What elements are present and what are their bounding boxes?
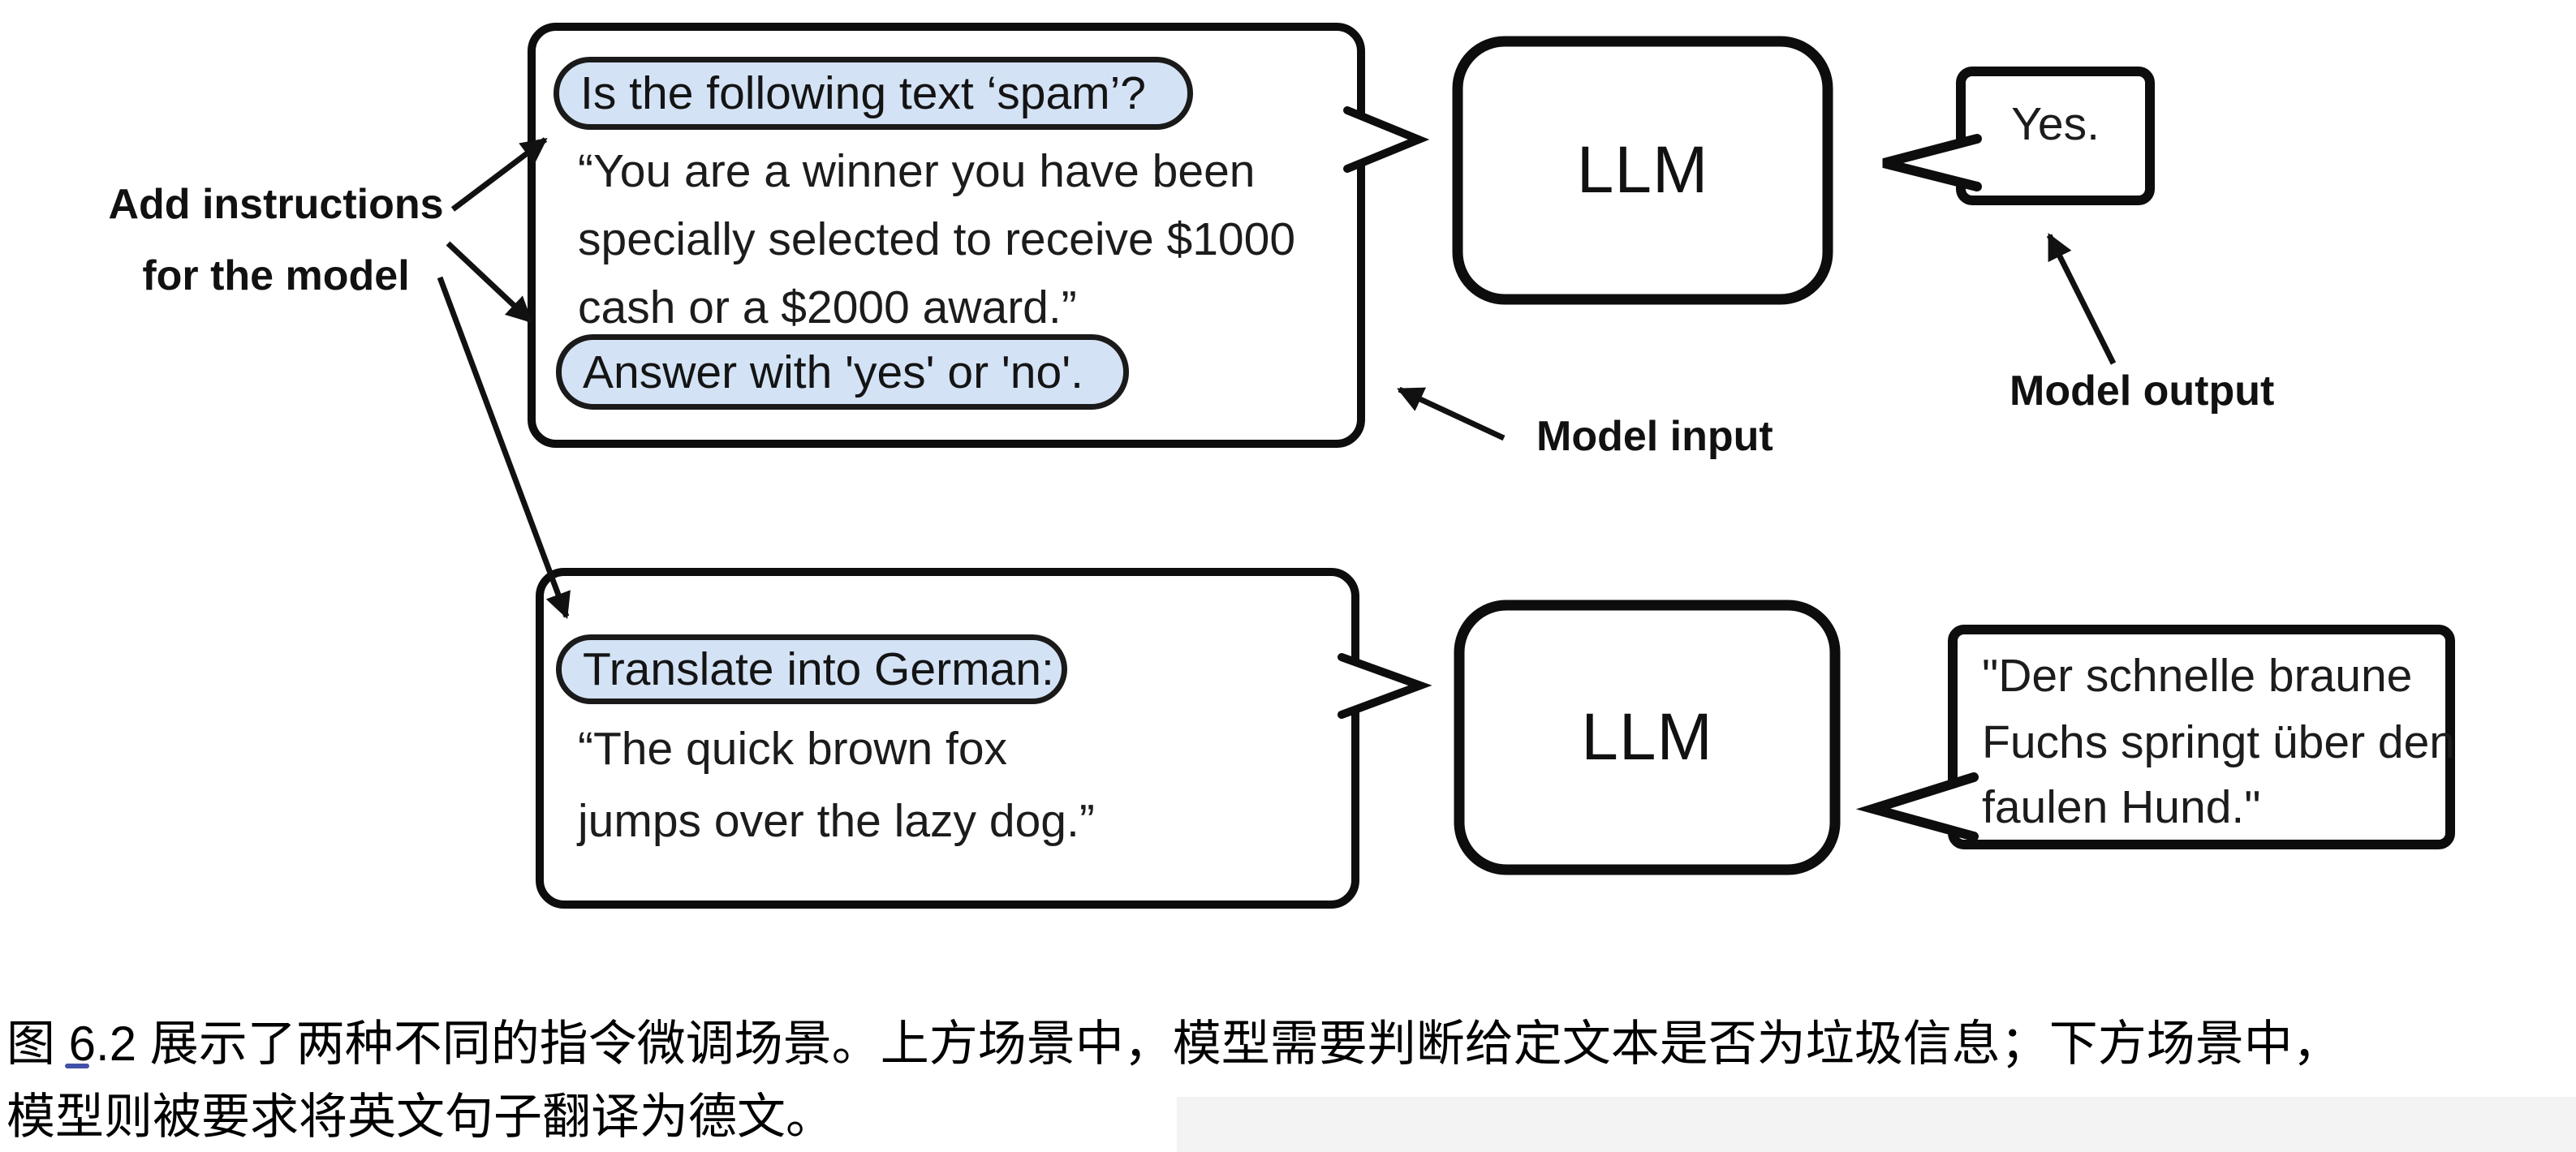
spam-instruction-pill-1: Is the following text ‘spam’? <box>554 57 1193 130</box>
footer-gray-band <box>1177 1097 2576 1152</box>
arrow-model-output <box>2046 233 2117 365</box>
arrow-to-pill2 <box>446 241 533 324</box>
spam-input-tail <box>1343 106 1430 173</box>
spam-output-tail <box>1882 134 1982 191</box>
translate-input-tail <box>1338 653 1432 719</box>
translate-output-line1: "Der schnelle braune <box>1982 650 2413 702</box>
model-output-label: Model output <box>2010 368 2275 415</box>
spam-output-bubble <box>1956 67 2155 205</box>
spam-body-line1: “You are a winner you have been <box>578 145 1256 197</box>
translate-output-tail <box>1855 772 1979 841</box>
add-instructions-label-line1: Add instructions <box>108 181 444 228</box>
translate-output-bubble <box>1948 625 2455 849</box>
spam-output-text: Yes. <box>2011 98 2100 150</box>
translate-body-line2: jumps over the lazy dog.” <box>578 795 1095 847</box>
translate-body-line1: “The quick brown fox <box>578 723 1008 775</box>
add-instructions-label-line2: for the model <box>142 252 410 299</box>
translate-instruction-pill: Translate into German: <box>556 634 1067 704</box>
arrow-to-translate-pill <box>437 276 571 620</box>
translate-llm-label: LLM <box>1581 700 1713 774</box>
translate-output-line3: faulen Hund." <box>1982 781 2261 833</box>
translate-output-line2: Fuchs springt über den <box>1982 716 2455 768</box>
spam-llm-box <box>1452 36 1833 305</box>
spam-instruction-pill-2: Answer with 'yes' or 'no'. <box>556 334 1129 410</box>
figure-ref-underline <box>65 1064 89 1068</box>
spam-body-line2: specially selected to receive $1000 <box>578 213 1296 265</box>
model-input-label: Model input <box>1536 413 1773 460</box>
spam-llm-label: LLM <box>1576 133 1709 207</box>
caption-line1: 图 6.2 展示了两种不同的指令微调场景。上方场景中，模型需要判断给定文本是否为… <box>6 1017 2341 1071</box>
caption-line2: 模型则被要求将英文句子翻译为德文。 <box>6 1090 834 1144</box>
arrow-to-pill1 <box>450 137 548 212</box>
arrow-model-input <box>1397 386 1506 441</box>
spam-body-line3: cash or a $2000 award.” <box>578 282 1077 333</box>
translate-llm-box <box>1454 600 1841 875</box>
